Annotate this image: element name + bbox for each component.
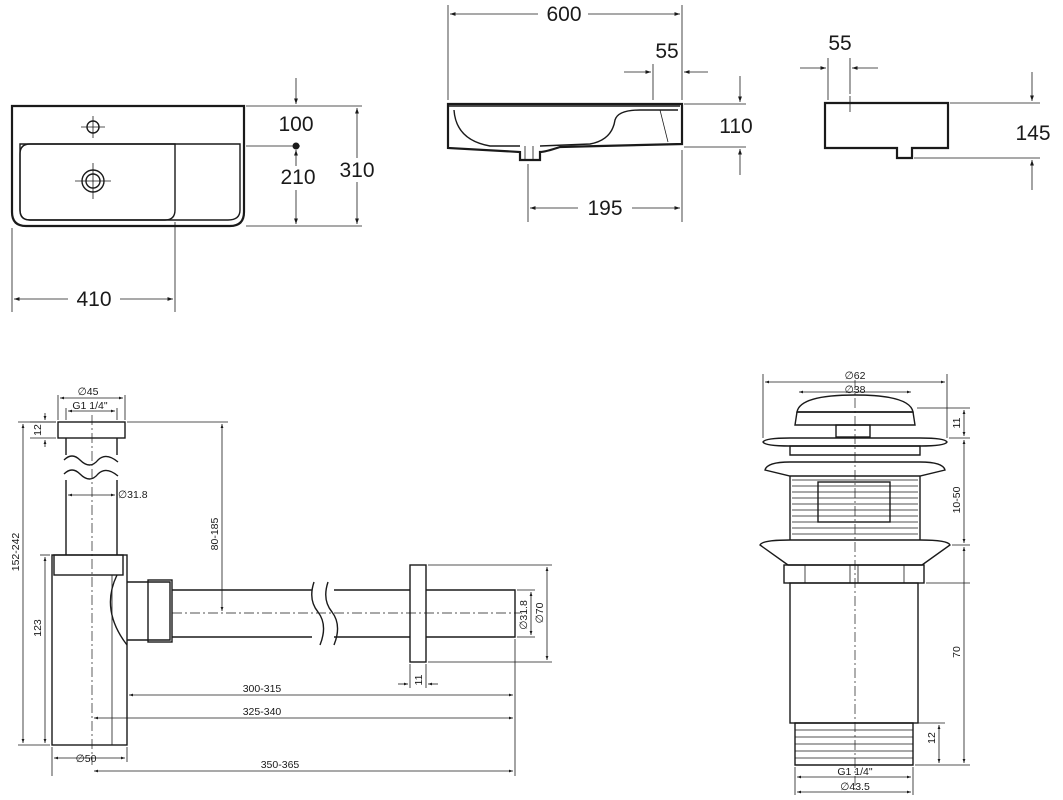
dim-rim-55: 55	[655, 40, 678, 63]
siphon-base-diameter: ∅50	[76, 753, 97, 765]
siphon-flange-thickness: 11	[413, 674, 425, 685]
valve-thread-length: 12	[926, 732, 938, 744]
tap-hole-icon	[81, 116, 105, 138]
valve-inner-diameter: ∅38	[845, 384, 866, 396]
siphon-length-a: 300-315	[243, 683, 282, 695]
siphon-length-b: 325-340	[243, 706, 282, 718]
dim-height-110: 110	[719, 115, 752, 138]
dim-tap-offset-100: 100	[278, 113, 313, 136]
valve-thread: G1 1/4"	[837, 766, 873, 778]
drain-hole-icon	[75, 163, 111, 199]
valve-bottom-diameter: ∅43.5	[840, 781, 870, 793]
valve-body-height: 70	[951, 646, 963, 658]
dim-width-410: 410	[76, 288, 111, 311]
siphon-top-diameter: ∅45	[78, 386, 99, 398]
siphon-overall-height: 152-242	[10, 533, 22, 572]
siphon-drawing: ∅45 G1 1/4" 12 ∅31.8 152-242 123 80-185 …	[10, 386, 552, 776]
siphon-length-c: 350-365	[261, 759, 300, 771]
siphon-cap: 12	[32, 424, 44, 436]
dim-drain-pos-195: 195	[587, 197, 622, 220]
dim-side-rim-55: 55	[828, 32, 851, 55]
dim-side-height-145: 145	[1015, 122, 1050, 145]
siphon-vertical-adj: 80-185	[209, 517, 221, 550]
dim-drain-offset-210: 210	[280, 166, 315, 189]
valve-cap-diameter: ∅62	[845, 370, 866, 382]
siphon-pipe-diameter: ∅31.8	[118, 489, 148, 501]
dim-depth-310: 310	[339, 159, 374, 182]
drain-valve-drawing: ∅62 ∅38 11 10-50 70 12 G1 1/4" ∅43.5	[759, 370, 970, 795]
dim-length-600: 600	[546, 3, 581, 26]
siphon-outlet-flange: ∅70	[534, 602, 546, 623]
valve-thread-range: 10-50	[951, 486, 963, 513]
siphon-thread: G1 1/4"	[72, 400, 108, 412]
valve-cap-height: 11	[951, 417, 963, 428]
basin-side-view: 55 145	[800, 32, 1051, 190]
siphon-body-height: 123	[32, 619, 44, 637]
basin-section-view: 600 55 110 195	[446, 2, 753, 222]
basin-top-view: 410 100 210 310	[10, 78, 382, 312]
siphon-outlet-pipe: ∅31.8	[518, 600, 530, 630]
